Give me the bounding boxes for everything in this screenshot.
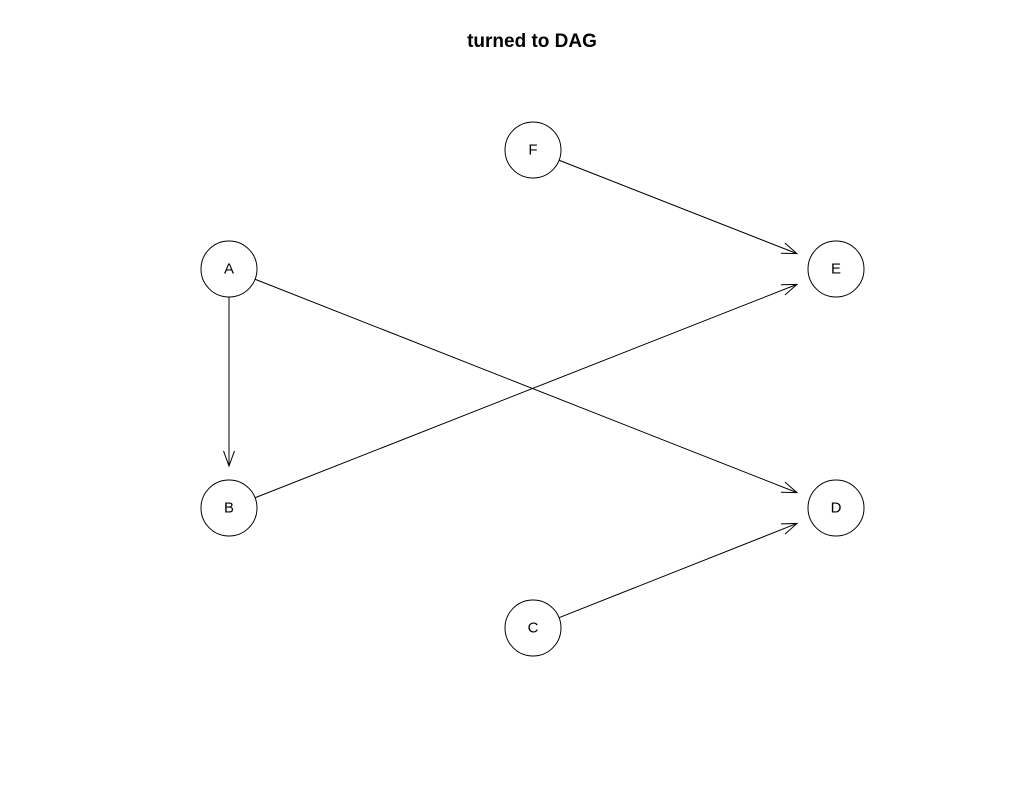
edge-f-e — [558, 159, 799, 255]
edge-line — [558, 159, 798, 255]
node-a: A — [200, 240, 258, 298]
node-label: B — [224, 500, 234, 517]
diagram-title: turned to DAG — [467, 31, 597, 52]
node-circle — [200, 479, 258, 537]
node-b: B — [200, 479, 258, 537]
arrowhead-icon — [780, 242, 799, 255]
node-label: F — [528, 142, 537, 159]
edge-line — [254, 278, 798, 494]
arrowhead-icon — [223, 450, 235, 468]
node-label: E — [831, 261, 841, 278]
arrowhead-icon — [780, 283, 799, 296]
edge-line — [254, 283, 798, 499]
node-circle — [504, 121, 562, 179]
edge-line — [558, 523, 798, 619]
nodes-layer: A B C D E F — [200, 121, 865, 657]
node-d: D — [807, 479, 865, 537]
node-circle — [807, 479, 865, 537]
edges-layer — [223, 159, 799, 619]
node-label: D — [831, 500, 842, 517]
edge-b-e — [254, 283, 799, 499]
node-circle — [807, 240, 865, 298]
node-f: F — [504, 121, 562, 179]
arrowhead-icon — [780, 481, 799, 494]
edge-c-d — [558, 522, 799, 619]
node-c: C — [504, 599, 562, 657]
node-label: A — [224, 261, 234, 278]
edge-a-d — [254, 278, 799, 494]
node-label: C — [528, 620, 539, 637]
node-circle — [200, 240, 258, 298]
node-e: E — [807, 240, 865, 298]
arrowhead-icon — [780, 522, 799, 535]
edge-a-b — [223, 297, 235, 468]
node-circle — [504, 599, 562, 657]
